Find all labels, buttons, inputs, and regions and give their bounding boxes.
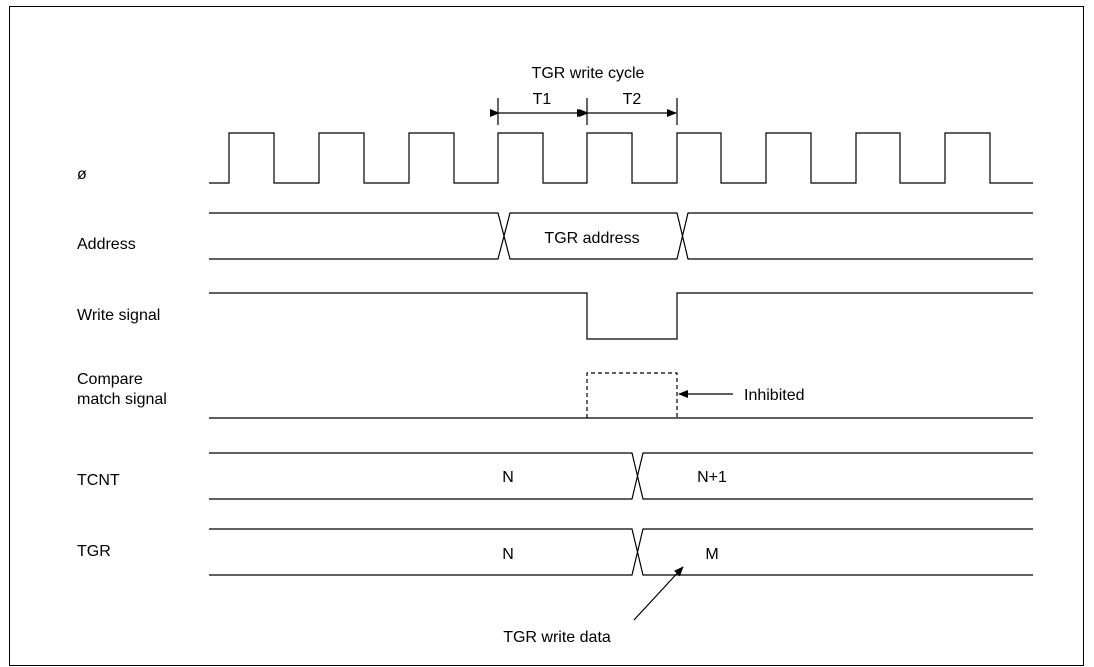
tgr-write-data-label: TGR write data [503, 629, 611, 646]
clock-waveform [209, 132, 1033, 184]
address-bus [209, 212, 1033, 260]
tgr-value-before: N [502, 546, 514, 563]
tcnt-bus [209, 452, 1033, 500]
write-signal-waveform [209, 292, 1033, 340]
compare-label-line1: Compare [77, 371, 143, 388]
tgr-value-after: M [705, 546, 718, 563]
tgr-bus [209, 528, 1033, 576]
address-label: Address [77, 236, 136, 253]
t1-label: T1 [533, 91, 552, 108]
tcnt-value-after: N+1 [697, 469, 727, 486]
t2-label: T2 [623, 91, 642, 108]
tcnt-value-before: N [502, 469, 514, 486]
compare-label-line2: match signal [77, 391, 167, 408]
tcnt-label: TCNT [77, 472, 120, 489]
inhibited-pulse [586, 372, 678, 418]
write-signal-label: Write signal [77, 307, 160, 324]
phi-label: ø [77, 166, 87, 183]
write-cycle-label: TGR write cycle [532, 65, 645, 82]
tgr-address-label: TGR address [544, 230, 639, 247]
tgr-write-data-arrow [633, 566, 684, 621]
tgr-label: TGR [77, 543, 111, 560]
inhibited-label: Inhibited [744, 387, 805, 404]
